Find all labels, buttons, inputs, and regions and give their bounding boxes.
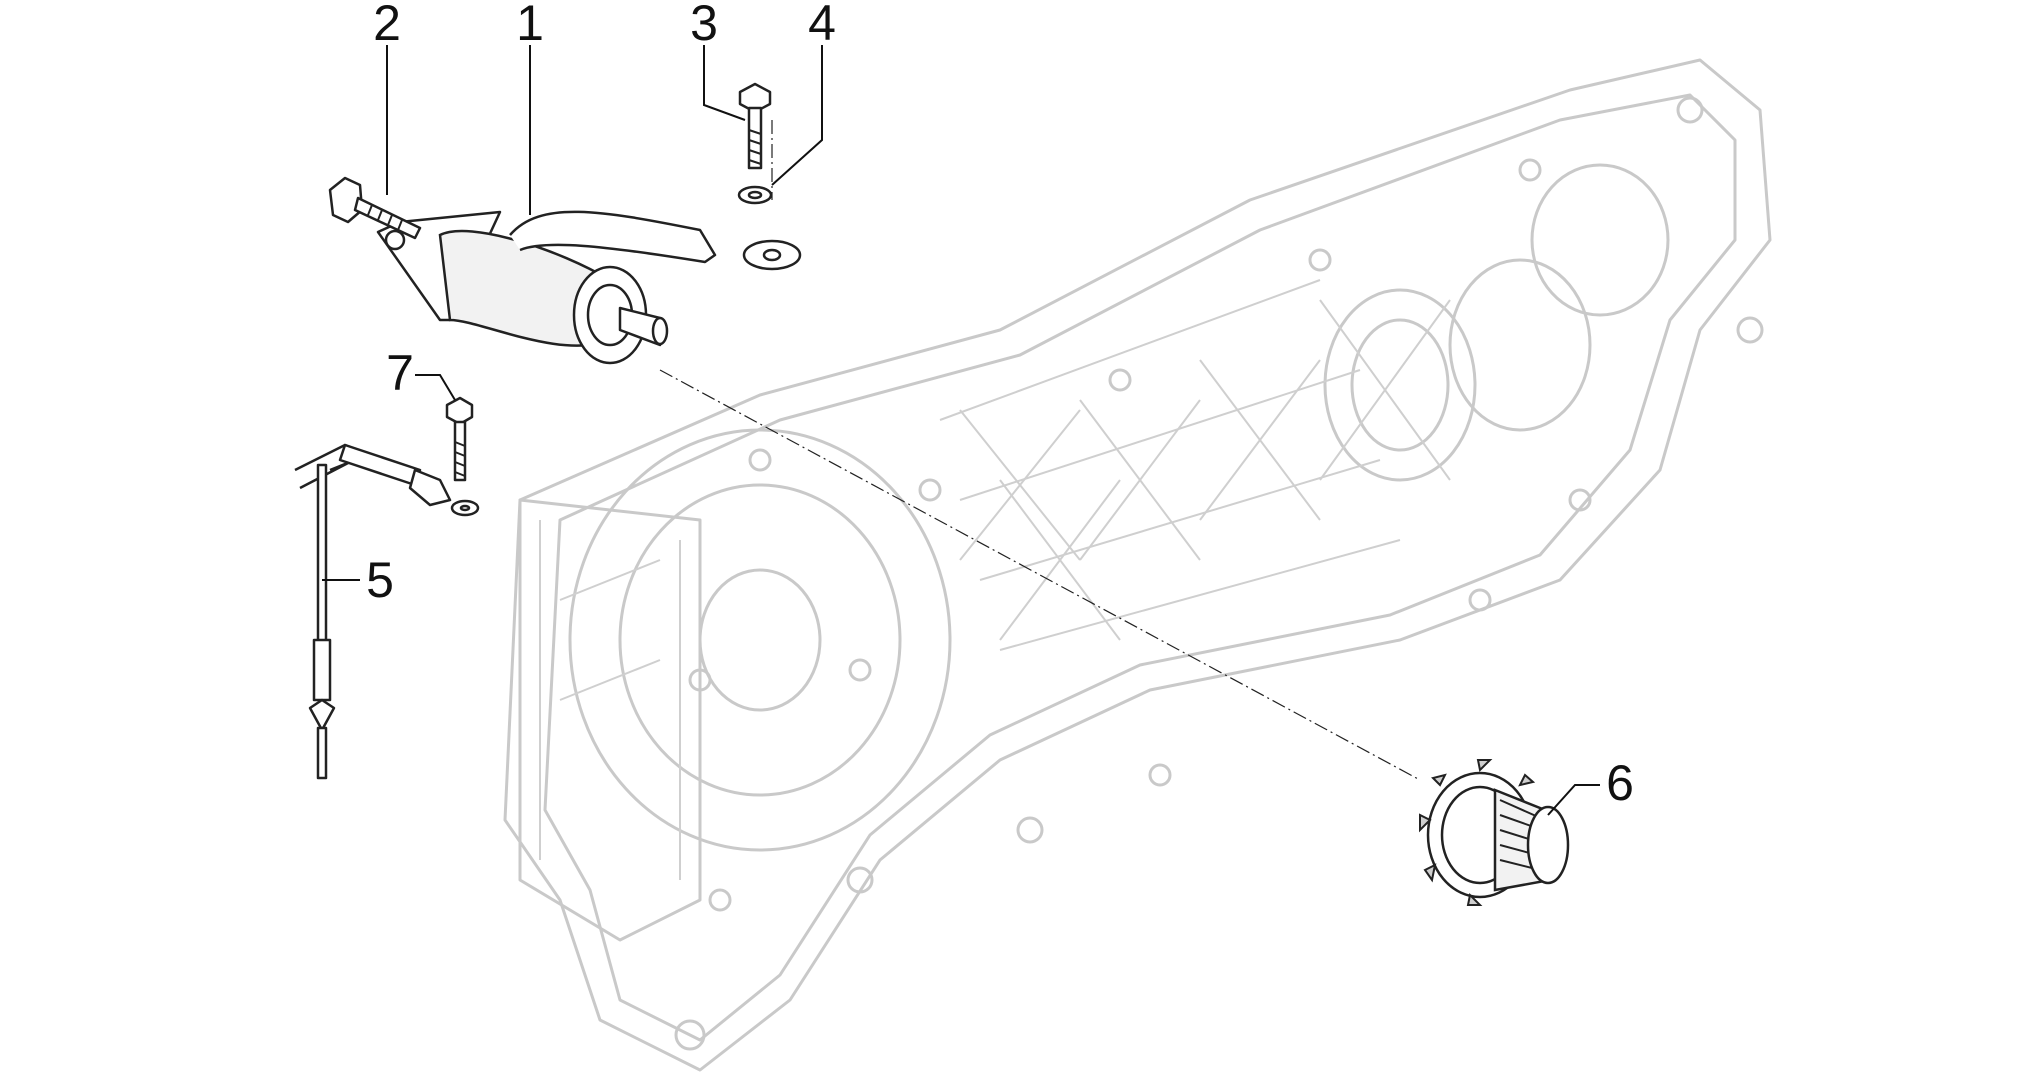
bolt-part-2 [328, 176, 422, 240]
crankcase-holes [674, 96, 1764, 1051]
cable-part-5 [294, 443, 452, 780]
callout-labels: 1 2 3 4 5 6 7 [366, 0, 1634, 811]
leader-7 [415, 374, 456, 401]
starter-motor [376, 210, 802, 365]
callout-6: 6 [1606, 755, 1634, 811]
bolt-part-3 [738, 82, 772, 170]
leader-3 [703, 45, 746, 121]
callout-3: 3 [690, 0, 718, 51]
leader-6 [1547, 784, 1600, 816]
washer-part-4 [737, 185, 773, 205]
callout-5: 5 [366, 552, 394, 608]
bolt-part-7 [445, 396, 480, 517]
callout-1: 1 [516, 0, 544, 51]
starter-axis-line [659, 369, 1421, 781]
callout-2: 2 [373, 0, 401, 51]
starter-gear-part-6 [1419, 759, 1570, 906]
callout-7: 7 [386, 345, 414, 401]
callout-4: 4 [808, 0, 836, 51]
leader-lines [322, 45, 1600, 816]
crankcase-housing [503, 58, 1772, 1072]
leader-4 [771, 45, 823, 186]
